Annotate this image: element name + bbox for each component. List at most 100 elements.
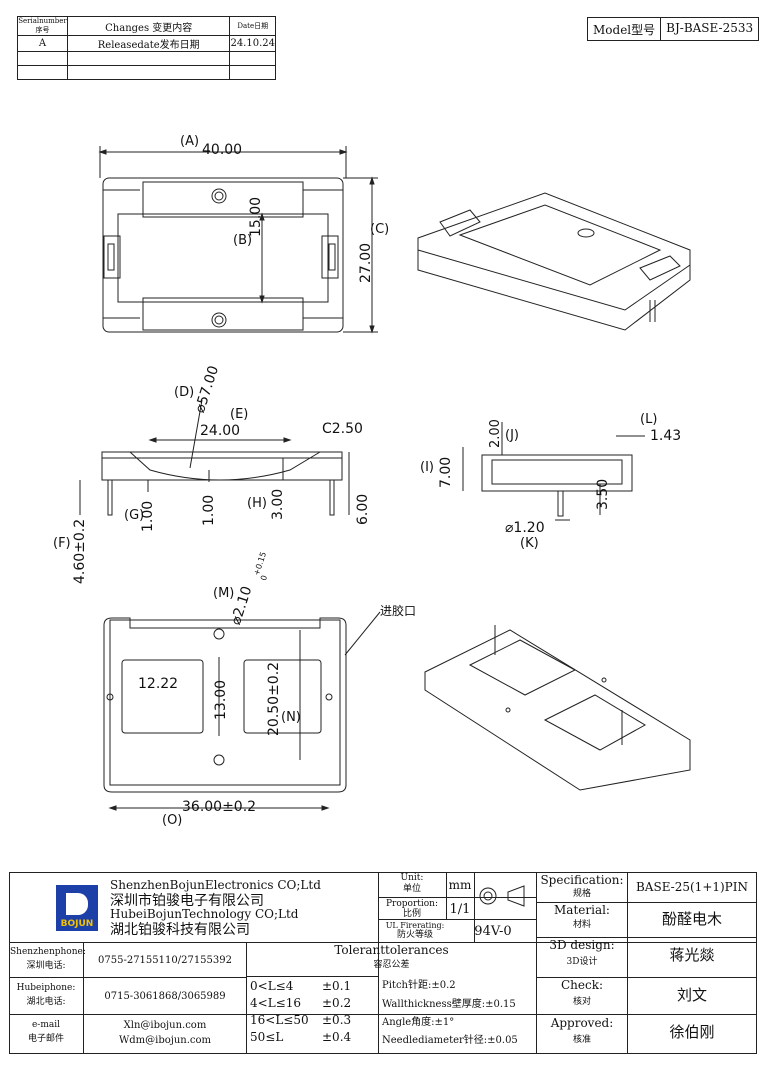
- dim-100: 1.00: [201, 494, 217, 526]
- dim-h-value: 3.00: [270, 488, 286, 520]
- proportion-label: Proportion:: [385, 899, 438, 909]
- dim-350: 3.50: [595, 478, 611, 510]
- sz-phone-label: Shenzhenphone:: [10, 947, 86, 957]
- dim-o-value: 36.00±0.2: [182, 799, 257, 815]
- approved-label: Approved:: [550, 1016, 614, 1030]
- iso-view-bottom: [424, 625, 691, 791]
- tol-range-3: 16<L≤50: [250, 1013, 309, 1027]
- company-cn2: 湖北铂骏科技有限公司: [110, 922, 250, 938]
- email-1: Xln@ibojun.com: [123, 1020, 207, 1031]
- angle-tol: Angle角度:±1°: [382, 1017, 455, 1028]
- tol-range-2: 4<L≤16: [250, 996, 301, 1010]
- tol-title: Toleranttolerances: [334, 943, 449, 957]
- spec-cn: 规格: [572, 889, 591, 899]
- dim-o-label: (O): [162, 813, 183, 828]
- pitch-tol: Pitch针距:±0.2: [382, 980, 456, 991]
- dim-n-value: 20.50±0.2: [266, 661, 282, 736]
- dim-d-label: (D): [174, 385, 195, 400]
- sz-phone-cn: 深圳电话:: [26, 961, 66, 971]
- email-2: Wdm@ibojun.com: [118, 1035, 212, 1046]
- design-cn: 3D设计: [566, 957, 598, 967]
- sz-phone: 0755-27155110/27155392: [98, 955, 232, 966]
- dim-e-value: 24.00: [200, 423, 241, 439]
- spec-value: BASE-25(1+1)PIN: [635, 880, 748, 894]
- tol-cn: 容忍公差: [373, 960, 410, 970]
- check-label: Check:: [560, 978, 604, 992]
- dim-l-label: (L): [640, 412, 658, 427]
- dim-h-label: (H): [247, 496, 267, 511]
- unit-label: Unit:: [400, 873, 424, 883]
- title-block: BOJUN ShenzhenBojunElectronics CO;Ltd 深圳…: [9, 872, 757, 1054]
- dim-e-label: (E): [230, 407, 249, 422]
- material-value: 酚醛电木: [661, 910, 722, 928]
- email-cn: 电子邮件: [27, 1034, 64, 1044]
- dim-n-label: (N): [281, 710, 301, 725]
- tol-range-4: 50≤L: [250, 1030, 284, 1044]
- dim-i-label: (I): [420, 460, 434, 475]
- dim-c25: C2.50: [322, 421, 363, 437]
- dim-i-value: 7.00: [438, 456, 454, 488]
- top-view: [98, 146, 378, 334]
- hb-phone-cn: 湖北电话:: [26, 997, 66, 1007]
- unit-value: mm: [448, 878, 472, 892]
- logo-text: BOJUN: [60, 919, 94, 929]
- tol-value-4: ±0.4: [322, 1030, 352, 1044]
- spec-label: Specification:: [540, 873, 624, 887]
- design-value: 蒋光燚: [669, 946, 715, 964]
- tol-range-1: 0<L≤4: [250, 979, 294, 993]
- projection-symbol-icon: [479, 885, 525, 907]
- side-view: [79, 399, 350, 516]
- wall-tol: Wallthickness壁厚度:±0.15: [382, 999, 516, 1010]
- hb-phone: 0715-3061868/3065989: [104, 991, 226, 1002]
- end-view: [462, 422, 645, 521]
- unit-cn: 单位: [402, 884, 421, 894]
- approved-value: 徐伯刚: [669, 1023, 715, 1041]
- company-logo: BOJUN: [56, 885, 98, 931]
- dim-1222: 12.22: [138, 676, 179, 692]
- dim-b-value: 15.00: [248, 196, 264, 237]
- email-label: e-mail: [31, 1020, 61, 1030]
- dim-j-label: (J): [505, 428, 519, 443]
- material-cn: 材料: [572, 920, 591, 930]
- dim-k-value: ⌀1.20: [505, 520, 545, 536]
- hb-phone-label: Hubeiphone:: [16, 983, 76, 993]
- dim-a-value: 40.00: [202, 142, 243, 158]
- tol-value-3: ±0.3: [322, 1013, 352, 1027]
- dim-f-value: 4.60±0.2: [72, 518, 88, 584]
- ul-label: UL Firerating:: [385, 921, 445, 930]
- tol-value-2: ±0.2: [322, 996, 352, 1010]
- bottom-view: [103, 611, 381, 811]
- dim-600: 6.00: [355, 493, 371, 525]
- dim-c-value: 27.00: [358, 242, 374, 283]
- company-cn1: 深圳市铂骏电子有限公司: [110, 893, 264, 909]
- dim-m-label: (M): [213, 586, 235, 601]
- company-en1: ShenzhenBojunElectronics CO;Ltd: [110, 878, 321, 892]
- gate-note: 进胶口: [380, 604, 417, 618]
- needle-tol: Needlediameter针径:±0.05: [382, 1035, 518, 1046]
- design-label: 3D design:: [549, 938, 615, 952]
- proportion-value: 1/1: [449, 902, 471, 917]
- company-en2: HubeiBojunTechnology CO;Ltd: [110, 907, 299, 921]
- dim-g-label: (G): [124, 508, 145, 523]
- check-cn: 核对: [572, 997, 591, 1007]
- dim-c-label: (C): [370, 222, 390, 237]
- model-box: Model型号 BJ-BASE-2533: [587, 17, 760, 41]
- material-label: Material:: [554, 903, 610, 917]
- dim-l-value: 1.43: [650, 428, 682, 444]
- ul-value: 94V-0: [474, 924, 512, 939]
- dim-b-label: (B): [233, 233, 253, 248]
- dim-a-label: (A): [180, 134, 200, 149]
- iso-view-top: [417, 192, 691, 331]
- check-value: 刘文: [676, 986, 707, 1004]
- proportion-cn: 比例: [402, 909, 421, 919]
- dim-f-label: (F): [53, 536, 71, 551]
- model-value: BJ-BASE-2533: [666, 21, 754, 35]
- dim-j-value: 2.00: [488, 419, 503, 448]
- dim-g-value: 1.00: [140, 500, 156, 532]
- dim-1300: 13.00: [213, 679, 229, 720]
- model-label: Model型号: [588, 18, 662, 40]
- revision-table: Serialnumber序号 Changes 变更内容 Date日期 A Rel…: [17, 16, 276, 80]
- approved-cn: 核准: [572, 1035, 591, 1045]
- ul-cn: 防火等级: [396, 930, 433, 940]
- dim-k-label: (K): [520, 536, 539, 551]
